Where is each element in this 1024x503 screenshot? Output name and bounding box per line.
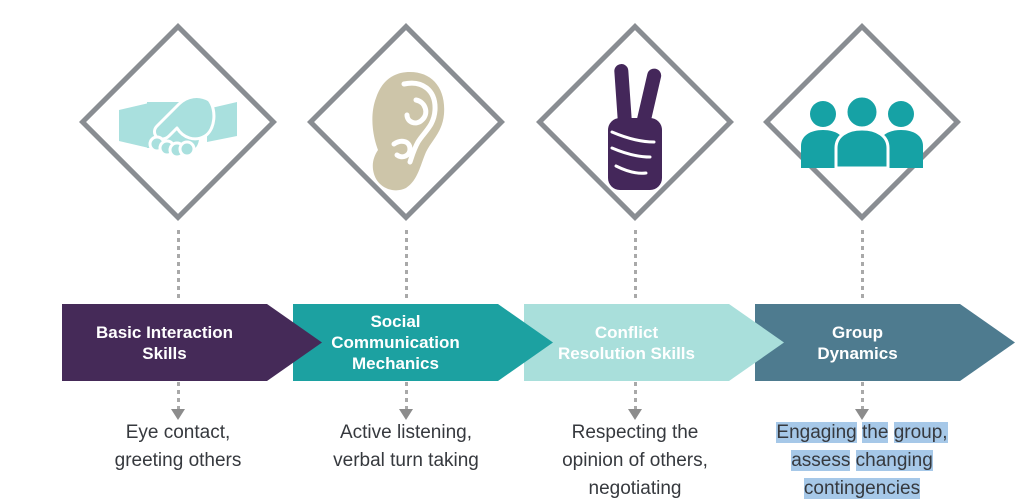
ear-icon <box>366 70 446 196</box>
dashed-connector-top <box>405 230 408 302</box>
banner-label: Basic Interaction Skills <box>96 322 233 363</box>
banner-label: Social Communication Mechanics <box>331 312 460 373</box>
dashed-connector-bottom <box>405 382 408 409</box>
banner-label: Conflict Resolution Skills <box>558 322 695 363</box>
dashed-connector-bottom <box>177 382 180 409</box>
peace-hand-icon <box>602 62 668 192</box>
down-arrowhead <box>855 409 869 420</box>
dashed-connector-bottom <box>634 382 637 409</box>
description-social-communication: Active listening, verbal turn taking <box>286 419 526 475</box>
down-arrowhead <box>171 409 185 420</box>
people-group-icon <box>799 96 925 168</box>
description-line: opinion of others, <box>562 450 708 471</box>
banner-arrow-conflict-resolution-skills: Conflict Resolution Skills <box>524 304 784 381</box>
selected-description-line: assess changing <box>791 450 933 471</box>
down-arrowhead <box>628 409 642 420</box>
description-basic-interaction: Eye contact, greeting others <box>58 419 298 475</box>
description-line: Respecting the <box>571 422 699 443</box>
banner-arrow-group-dynamics: Group Dynamics <box>755 304 1015 381</box>
description-line: greeting others <box>114 450 242 471</box>
description-line: Active listening, <box>339 422 472 443</box>
description-line: negotiating <box>588 478 682 499</box>
down-arrowhead <box>399 409 413 420</box>
dashed-connector-top <box>861 230 864 302</box>
description-conflict-resolution: Respecting the opinion of others, negoti… <box>515 419 755 503</box>
selected-description-line: contingencies <box>803 478 921 499</box>
selected-description-line: Engaging the group, <box>776 422 948 443</box>
banner-arrow-basic-interaction-skills: Basic Interaction Skills <box>62 304 322 381</box>
description-group-dynamics: Engaging the group, assess changing cont… <box>742 419 982 503</box>
banner-arrow-social-communication-mechanics: Social Communication Mechanics <box>293 304 553 381</box>
description-line: Eye contact, <box>125 422 231 443</box>
dashed-connector-bottom <box>861 382 864 409</box>
description-line: verbal turn taking <box>333 450 479 471</box>
dashed-connector-top <box>634 230 637 302</box>
banner-label: Group Dynamics <box>817 322 898 363</box>
handshake-icon <box>119 86 237 168</box>
dashed-connector-top <box>177 230 180 302</box>
